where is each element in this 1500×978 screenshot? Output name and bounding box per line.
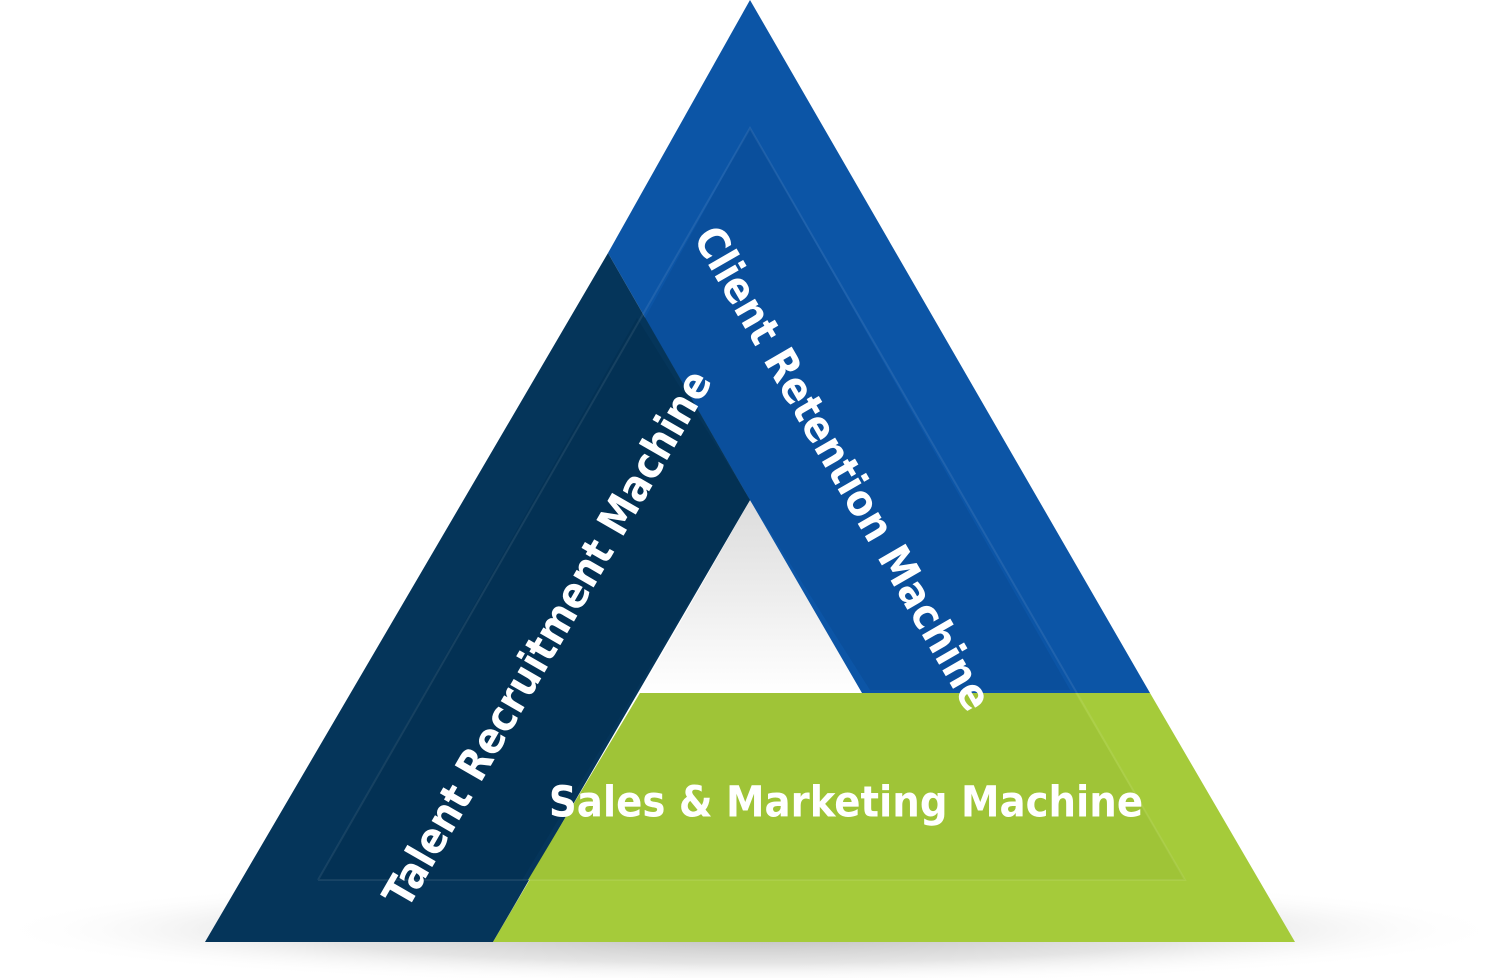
inner-hole <box>640 500 862 693</box>
sales-marketing-label: Sales & Marketing Machine <box>549 778 1143 828</box>
segment-sales-marketing <box>493 693 1295 942</box>
segment-client-retention <box>608 0 1150 693</box>
inner-edge <box>317 125 1187 881</box>
segment-talent-recruitment <box>205 253 750 942</box>
